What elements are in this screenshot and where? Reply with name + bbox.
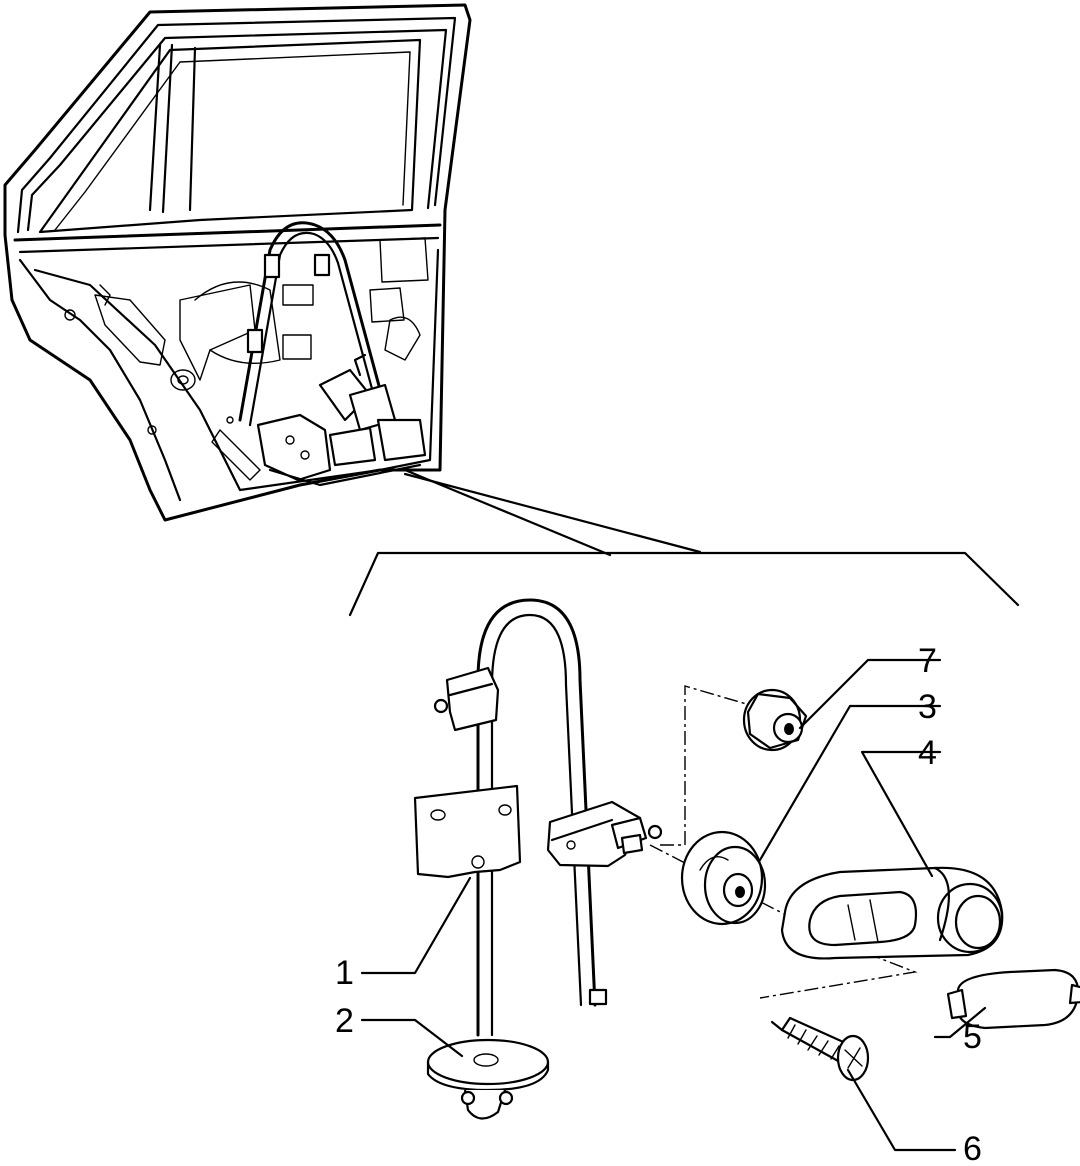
window-regulator-guide [413,598,663,1120]
nut-part-7 [742,688,808,752]
callout-7: 7 [918,642,937,680]
explode-bracket [348,468,1020,617]
winder-handle-part-4 [780,866,1004,960]
washer-part-3 [680,830,767,926]
callout-6: 6 [963,1130,982,1166]
callout-2: 2 [335,1002,354,1040]
leader-lines [360,658,987,1152]
callout-3: 3 [918,688,937,726]
callout-4: 4 [918,734,937,772]
bottom-pulley [426,1038,550,1120]
callout-1: 1 [335,954,354,992]
rear-door-assembly [3,3,472,522]
callout-5: 5 [963,1018,982,1056]
screw-part-6 [770,1016,870,1082]
cover-cap-part-5 [946,968,1080,1030]
